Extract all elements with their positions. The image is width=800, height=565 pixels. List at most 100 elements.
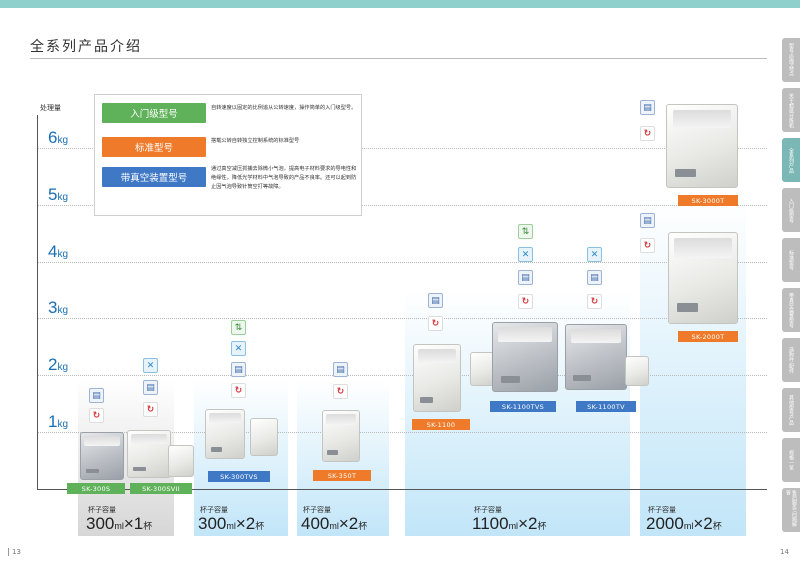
capacity-volume: 300 xyxy=(86,514,115,533)
y-tick-value: 2 xyxy=(48,355,58,374)
paste-material-icon: ▤ xyxy=(428,293,443,308)
gridline-5kg xyxy=(38,205,767,206)
paste-material-icon: ▤ xyxy=(587,270,602,285)
y-tick-unit: kg xyxy=(57,305,69,316)
paste-material-icon: ▤ xyxy=(143,380,158,395)
capacity-times: ×2 xyxy=(693,514,713,533)
sk-1100tvs-photo xyxy=(492,322,558,392)
capacity-unit: ml xyxy=(683,521,694,531)
side-tab-vacuum[interactable]: 带真空装置型号 xyxy=(782,288,800,332)
capacity-unit: ml xyxy=(226,521,236,531)
y-tick-unit: kg xyxy=(57,249,69,260)
side-tab-all-products[interactable]: 全系列产品 xyxy=(782,138,800,182)
y-tick-value: 5 xyxy=(48,185,58,204)
capacity-label: 杯子容量 xyxy=(648,506,676,514)
paste-material-icon: ▤ xyxy=(231,362,246,377)
capacity-cups: 杯 xyxy=(255,521,265,531)
page-title: 全系列产品介绍 xyxy=(30,39,142,55)
capacity-unit: ml xyxy=(508,521,519,531)
vacuum-icon: ✕ xyxy=(518,247,533,262)
capacity-cups: 杯 xyxy=(712,521,722,531)
capacity-times: ×1 xyxy=(123,514,144,533)
capacity-volume: 2000 xyxy=(646,514,684,533)
capacity-label: 杯子容量 xyxy=(303,506,331,514)
y-tick-1: 1kg xyxy=(48,412,68,432)
capacity-label: 杯子容量 xyxy=(88,506,116,514)
product-label-sk-1100tv: SK-1100TV xyxy=(576,401,636,412)
vacuum-pump-photo xyxy=(625,356,649,386)
capacity-2000-x2: 2000ml×2杯 xyxy=(646,514,722,534)
sk-300svii-photo xyxy=(127,430,171,478)
paste-material-icon: ▤ xyxy=(333,362,348,377)
vacuum-pump-photo xyxy=(250,418,278,456)
capacity-times: ×2 xyxy=(518,514,538,533)
rotation-icon: ↻ xyxy=(640,238,655,253)
rotation-icon: ↻ xyxy=(231,383,246,398)
capacity-1100-x2: 1100ml×2杯 xyxy=(472,514,546,534)
sk-3000t-photo xyxy=(666,104,738,188)
product-label-sk-350t: SK-350T xyxy=(313,470,371,481)
product-label-sk-300tvs: SK-300TVS xyxy=(208,471,270,482)
x-axis xyxy=(37,489,767,490)
page-number-right: 14 xyxy=(780,548,789,556)
product-label-sk-1100: SK-1100 xyxy=(412,419,470,430)
product-label-sk-2000t: SK-2000T xyxy=(678,331,738,342)
capacity-unit: ml xyxy=(114,521,124,531)
capacity-times: ×2 xyxy=(338,514,359,533)
capacity-volume: 1100 xyxy=(472,514,509,533)
legend-vacuum-desc: 通过真空减压抓捕去除微小气泡，提高电子材料要求的导电性和绝缘性，降低光学材料中气… xyxy=(211,166,357,190)
capacity-cups: 杯 xyxy=(143,521,153,531)
side-tab-entry[interactable]: 入门级型号 xyxy=(782,188,800,232)
pressure-arrow-icon: ⇅ xyxy=(231,320,246,335)
legend-entry-desc: 自转速度以固定的比例追从公转速度，操作简单的入门级型号。 xyxy=(211,105,357,111)
capacity-cups: 杯 xyxy=(537,521,547,531)
y-tick-6: 6kg xyxy=(48,128,68,148)
rotation-icon: ↻ xyxy=(428,316,443,331)
rotation-icon: ↻ xyxy=(143,402,158,417)
paste-material-icon: ▤ xyxy=(640,213,655,228)
capacity-label: 杯子容量 xyxy=(474,506,502,514)
capacity-volume: 400 xyxy=(301,514,330,533)
vacuum-unit-photo xyxy=(168,445,194,477)
side-tab-specs[interactable]: 规格一览 xyxy=(782,438,800,482)
sk-300tvs-photo xyxy=(205,409,245,459)
pressure-arrow-icon: ⇅ xyxy=(518,224,533,239)
capacity-300-x1: 300ml×1杯 xyxy=(86,514,152,534)
side-tab-standard[interactable]: 标准型号 xyxy=(782,238,800,282)
y-tick-value: 3 xyxy=(48,298,58,317)
paste-material-icon: ▤ xyxy=(518,270,533,285)
y-tick-unit: kg xyxy=(57,135,69,146)
legend-standard-desc: 搭载公转自转独立控制系统的标准型号 xyxy=(211,138,300,144)
sk-300s-photo xyxy=(80,432,124,480)
sk-350t-photo xyxy=(322,410,360,462)
y-tick-unit: kg xyxy=(57,192,69,203)
model-legend: 入门级型号 自转速度以固定的比例追从公转速度，操作简单的入门级型号。 标准型号 … xyxy=(94,94,362,216)
sk-1100tv-photo xyxy=(565,324,627,390)
rotation-icon: ↻ xyxy=(587,294,602,309)
capacity-cups: 杯 xyxy=(358,521,368,531)
side-tab-about[interactable]: 关于蜡纸分拣机 xyxy=(782,88,800,132)
rotation-icon: ↻ xyxy=(640,126,655,141)
rotation-icon: ↻ xyxy=(333,384,348,399)
title-divider xyxy=(30,58,767,59)
gridline-4kg xyxy=(38,262,767,263)
side-tab-service[interactable]: 售后服务·问题解答 xyxy=(782,488,800,532)
vacuum-icon: ✕ xyxy=(143,358,158,373)
vacuum-icon: ✕ xyxy=(231,341,246,356)
side-tab-other[interactable]: 其他型号产品 xyxy=(782,388,800,432)
side-tab-list: 型号·原理·特点 关于蜡纸分拣机 全系列产品 入门级型号 标准型号 带真空装置型… xyxy=(782,38,800,538)
y-tick-2: 2kg xyxy=(48,355,68,375)
page-number-left: 13 xyxy=(8,548,21,556)
product-label-sk-300svii: SK-300SVII xyxy=(130,483,192,494)
capacity-unit: ml xyxy=(329,521,339,531)
y-tick-unit: kg xyxy=(57,419,69,430)
paste-material-icon: ▤ xyxy=(640,100,655,115)
top-accent-bar xyxy=(0,0,800,8)
y-axis-title: 处理量 xyxy=(40,104,61,112)
y-tick-value: 4 xyxy=(48,242,58,261)
side-tab-options[interactable]: 选购件·配件 xyxy=(782,338,800,382)
gridline-3kg xyxy=(38,318,767,319)
capacity-300-x2: 300ml×2杯 xyxy=(198,514,264,534)
gridline-6kg xyxy=(38,148,767,149)
side-tab-model-principle[interactable]: 型号·原理·特点 xyxy=(782,38,800,82)
